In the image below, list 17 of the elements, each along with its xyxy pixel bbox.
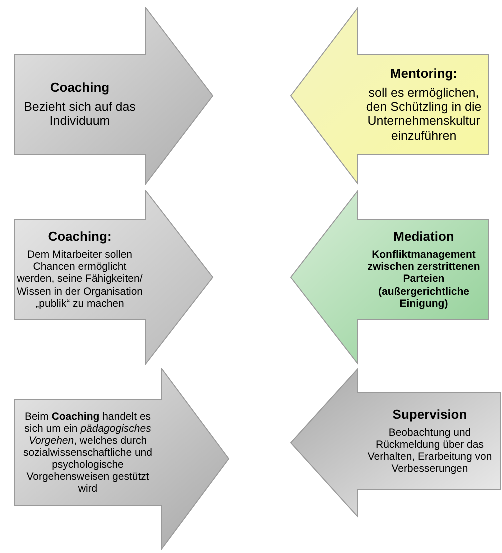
heading-text: Coaching bbox=[50, 81, 110, 96]
arrow-shape bbox=[14, 190, 214, 365]
heading-text: Mentoring: bbox=[390, 66, 458, 82]
body-text: Dem Mitarbeiter sollen Chancen ermöglicht werden, seine Fähigkeiten/ Wissen in der Organisation „publik“ zu machen bbox=[16, 249, 144, 310]
body-text: Beim Coaching handelt es sich um ein pädagogisches Vorgehen, welches durch sozialwissenschaftliche und psychologische Vorgehensweisen gestützt wird bbox=[22, 410, 154, 496]
arrow-shape bbox=[290, 190, 490, 365]
heading-text: Mediation bbox=[394, 230, 454, 246]
body-text: Bezieht sich auf das Individuum bbox=[23, 100, 137, 129]
heading-text: Coaching: bbox=[48, 230, 112, 246]
body-text: Konfliktmanagement zwischen zerstrittenen Parteien (außergerichtliche Einigung) bbox=[366, 249, 482, 310]
arrow-shape bbox=[14, 7, 214, 185]
body-text: Beobachtung und Rückmeldung über das Verhalten, Erarbeitung von Verbesserungen bbox=[366, 426, 494, 476]
arrow-shape bbox=[290, 7, 490, 185]
body-text: soll es ermöglichen, den Schützling in die Unternehmenskultur einzuführen bbox=[365, 86, 483, 144]
arrow-shape bbox=[14, 368, 230, 550]
arrow-shape bbox=[290, 368, 502, 518]
heading-text: Supervision bbox=[392, 408, 468, 423]
